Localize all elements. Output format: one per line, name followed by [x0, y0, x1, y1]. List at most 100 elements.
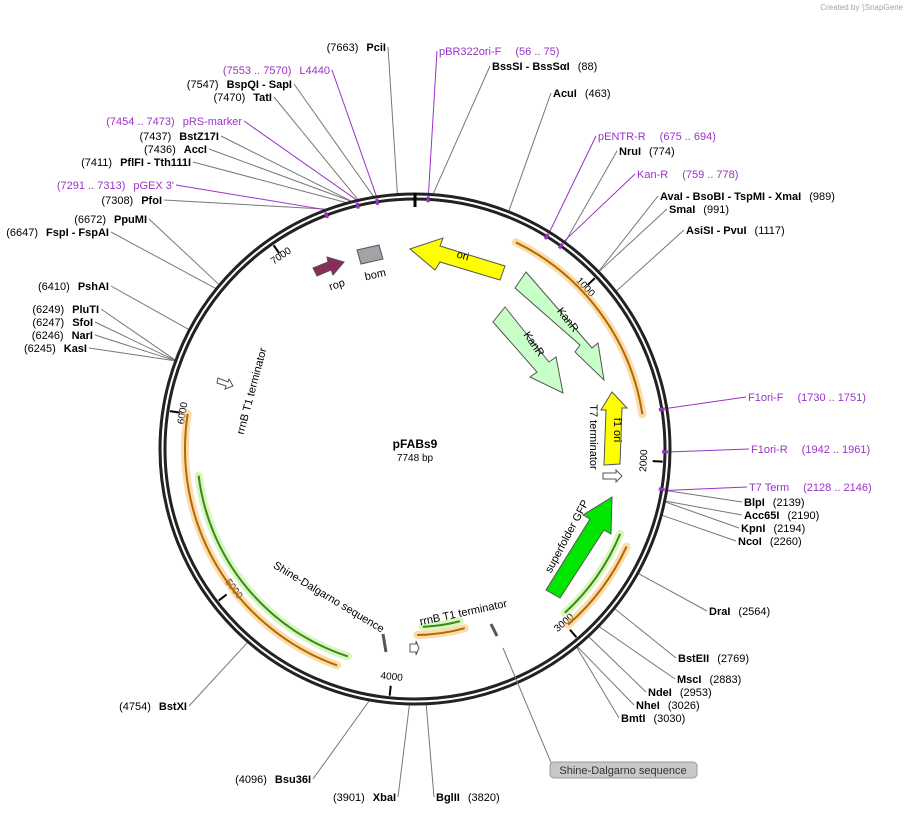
site-label[interactable]: DraI(2564)	[709, 606, 770, 618]
site-pos: (6247)	[32, 317, 64, 329]
site-pos: (774)	[649, 146, 675, 158]
credit-brand: SnapGene	[864, 3, 903, 12]
callout-box[interactable]	[549, 761, 698, 779]
site-label[interactable]: BlpI(2139)	[744, 497, 805, 509]
orange-arc-right-outer[interactable]	[567, 546, 628, 626]
site-label[interactable]: (6245)KasI	[24, 343, 87, 355]
ori-feature[interactable]	[408, 237, 506, 281]
site-label[interactable]: (7436)AccI	[144, 144, 207, 156]
primer-label[interactable]: pENTR-R(675 .. 694)	[598, 131, 716, 143]
primer-label[interactable]: (7291 .. 7313)pGEX 3'	[57, 180, 174, 192]
site-pos: (6647)	[6, 227, 38, 239]
site-leader-4	[598, 195, 659, 272]
site-label[interactable]: Acc65I(2190)	[744, 510, 819, 522]
primer-label[interactable]: F1ori-R(1942 .. 1961)	[751, 444, 870, 456]
rrnb-bottom-feature[interactable]	[409, 640, 420, 656]
site-label[interactable]: (7411)PflFI - Tth111I	[81, 157, 191, 169]
f1-ori-feature[interactable]	[600, 391, 629, 466]
shine-dalgarno-mark	[381, 633, 388, 653]
orange-arc-left[interactable]	[184, 413, 338, 667]
primer-label[interactable]: (7454 .. 7473)pRS-marker	[106, 116, 242, 128]
primer-labels: pBR322ori-F(56 .. 75) pENTR-R(675 .. 694)…	[57, 46, 872, 494]
site-label[interactable]: SmaI(991)	[669, 204, 729, 216]
site-label[interactable]: NruI (774)	[619, 146, 675, 158]
site-name: BstXI	[159, 701, 187, 713]
primer-leader-3	[667, 396, 747, 409]
site-label[interactable]: BstEII(2769)	[678, 653, 749, 665]
site-label[interactable]: (7308)PfoI	[101, 195, 162, 207]
kanr-outer-feature[interactable]	[514, 271, 605, 382]
leader-lines	[88, 46, 750, 798]
primer-mark-7	[355, 202, 360, 209]
t7-terminator-feature[interactable]	[602, 468, 623, 484]
site-label[interactable]: NdeI(2953)	[648, 687, 712, 699]
primer-label[interactable]: (7553 .. 7570)L4440	[223, 65, 330, 77]
orange-arc-top-right[interactable]	[515, 241, 644, 415]
primer-range: (1942 .. 1961)	[802, 444, 871, 456]
site-leader-31	[220, 135, 352, 202]
superfolder-gfp-feature[interactable]	[545, 496, 613, 599]
primer-label[interactable]: Kan-R(759 .. 778)	[637, 169, 738, 181]
site-pos: (2883)	[709, 674, 741, 686]
site-pos: (463)	[585, 88, 611, 100]
primer-label[interactable]: pBR322ori-F(56 .. 75)	[439, 46, 559, 58]
site-leader-13	[599, 626, 676, 680]
site-label[interactable]: BmtI(3030)	[621, 713, 685, 725]
site-label[interactable]: (7470)TatI	[213, 92, 272, 104]
site-leader-33	[293, 83, 374, 197]
site-name: MscI	[677, 674, 701, 686]
site-label[interactable]: (3901)XbaI	[333, 792, 396, 804]
site-label[interactable]: MscI (2883)	[677, 674, 741, 686]
orange-arc-bottom[interactable]	[417, 627, 466, 636]
rop-label: rop	[328, 277, 347, 293]
green-arc-bottom[interactable]	[422, 620, 461, 628]
site-leader-21	[88, 347, 175, 362]
site-label[interactable]: (4096)Bsu36I	[235, 774, 311, 786]
site-label[interactable]: (6246)NarI	[32, 330, 93, 342]
site-name: NcoI	[738, 536, 762, 548]
green-arc-right[interactable]	[564, 533, 622, 614]
site-leader-9	[665, 501, 740, 529]
credit-prefix: Created by	[820, 3, 860, 12]
primer-leader-5	[667, 486, 748, 491]
site-name: NruI	[619, 146, 641, 158]
primer-leader-0	[427, 50, 438, 194]
site-pos: (991)	[703, 204, 729, 216]
site-leader-8	[665, 500, 743, 516]
primer-range: (2128 .. 2146)	[803, 482, 872, 494]
site-pos: (7308)	[101, 195, 133, 207]
snapgene-credit: Created by ⟆SnapGene	[820, 3, 903, 12]
site-label[interactable]: KpnI(2194)	[741, 523, 805, 535]
rop-feature[interactable]	[312, 256, 345, 277]
green-arc-left[interactable]	[197, 475, 349, 658]
site-label[interactable]: (7663)PciI	[327, 42, 386, 54]
primer-name: Kan-R	[637, 169, 668, 181]
site-label[interactable]: AvaI - BsoBI - TspMI - XmaI(989)	[660, 191, 835, 203]
kanr-inner-feature[interactable]	[492, 306, 564, 394]
site-label[interactable]: BssSI - BssSαI(88)	[492, 61, 597, 73]
site-leader-2	[508, 92, 552, 212]
primer-name: pBR322ori-F	[439, 46, 502, 58]
site-label[interactable]: (6249)PluTI	[32, 304, 99, 316]
site-label[interactable]: NcoI(2260)	[738, 536, 802, 548]
primer-name: F1ori-F	[748, 392, 784, 404]
site-label[interactable]: (7437)BstZ17I	[139, 131, 219, 143]
site-label[interactable]: (6672)PpuMI	[74, 214, 147, 226]
site-label[interactable]: NheI(3026)	[636, 700, 700, 712]
site-label[interactable]: (4754)BstXI	[119, 701, 187, 713]
site-label[interactable]: AcuI(463)	[553, 88, 611, 100]
site-leader-20	[188, 642, 248, 707]
site-pos: (6249)	[32, 304, 64, 316]
primer-label[interactable]: T7 Term(2128 .. 2146)	[749, 482, 872, 494]
primer-label[interactable]: F1ori-F(1730 .. 1751)	[748, 392, 866, 404]
site-leader-5	[598, 208, 668, 272]
site-label[interactable]: (6247)SfoI	[32, 317, 93, 329]
site-label[interactable]: (6410)PshAI	[38, 281, 109, 293]
bom-feature[interactable]	[356, 244, 384, 265]
site-label[interactable]: (6647)FspI - FspAI	[6, 227, 109, 239]
rrnb-left-feature[interactable]	[216, 377, 234, 390]
site-label[interactable]: AsiSI - PvuI(1117)	[686, 225, 785, 237]
site-label[interactable]: (7547)BspQI - SapI	[187, 79, 292, 91]
site-label[interactable]: BglII(3820)	[436, 792, 500, 804]
